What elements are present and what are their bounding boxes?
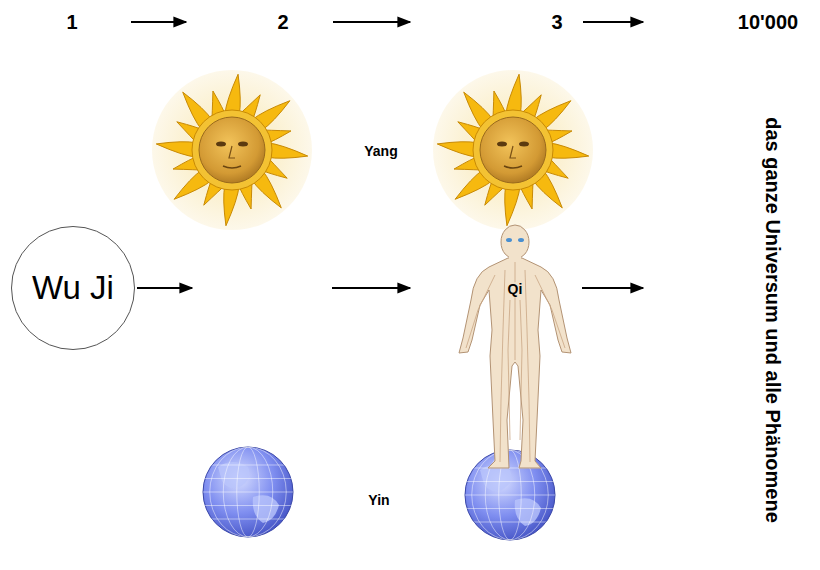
sun-part bbox=[504, 166, 522, 168]
sun-ray bbox=[225, 74, 240, 114]
sun-part bbox=[480, 117, 546, 183]
sun-part bbox=[229, 146, 235, 158]
earth-part-part bbox=[465, 481, 555, 482]
flow-arrows-part bbox=[583, 21, 643, 23]
earth-part bbox=[465, 450, 555, 540]
sun-part bbox=[473, 110, 553, 190]
earth-part-part bbox=[203, 478, 293, 479]
sun-part bbox=[223, 166, 241, 168]
earth-part bbox=[203, 447, 293, 537]
human-figure-part-part bbox=[525, 270, 530, 462]
sun bbox=[152, 70, 312, 230]
earth-part-part bbox=[465, 508, 555, 509]
sun-part bbox=[192, 110, 272, 190]
sun-part bbox=[510, 146, 516, 158]
flow-arrows bbox=[131, 22, 643, 288]
sun-part bbox=[152, 70, 312, 230]
human-figure-part-part bbox=[520, 300, 522, 440]
human-figure-part bbox=[459, 258, 571, 468]
earth-part-part bbox=[203, 505, 293, 506]
human-figure-part-part bbox=[535, 275, 565, 348]
sun-part bbox=[216, 142, 226, 147]
sun-part bbox=[433, 70, 593, 230]
human-figure-part bbox=[518, 238, 524, 242]
earth bbox=[465, 450, 555, 540]
stage-number: 10'000 bbox=[738, 11, 798, 33]
human-figure bbox=[459, 225, 571, 468]
human-figure-part bbox=[466, 262, 565, 462]
sun-ray bbox=[156, 142, 196, 157]
human-figure-part-part bbox=[508, 300, 510, 440]
qi-label: Qi bbox=[506, 282, 525, 297]
flow-arrows-part bbox=[582, 287, 643, 289]
earth-part-part bbox=[203, 465, 293, 466]
sun-ray bbox=[267, 143, 307, 158]
flow-arrows-part bbox=[137, 287, 192, 289]
sun-illustration bbox=[152, 70, 593, 230]
sun-ray bbox=[437, 142, 477, 157]
sun-ray bbox=[548, 143, 588, 158]
sun-part bbox=[238, 142, 248, 147]
human-figure-part bbox=[506, 238, 512, 242]
sun-ray bbox=[224, 185, 239, 225]
stage-number: 2 bbox=[277, 11, 288, 33]
sun-ray bbox=[505, 185, 520, 225]
yang-label: Yang bbox=[364, 144, 397, 159]
earth-part-part bbox=[465, 522, 555, 523]
earth-part-part bbox=[218, 462, 249, 488]
flow-arrows-part bbox=[333, 21, 410, 23]
human-figure-part-part bbox=[500, 270, 505, 462]
earth-part-part bbox=[465, 495, 555, 496]
earth-part bbox=[203, 447, 293, 537]
origin-circle: Wu Ji bbox=[11, 226, 135, 350]
human-figure-part-part bbox=[466, 275, 495, 348]
sun bbox=[433, 70, 593, 230]
sun-part bbox=[199, 117, 265, 183]
sun-part bbox=[519, 142, 529, 147]
human-figure-part-part bbox=[515, 262, 516, 360]
sun-ray bbox=[506, 74, 521, 114]
earth bbox=[203, 447, 293, 537]
earth-part-part bbox=[203, 519, 293, 520]
earth-part bbox=[465, 450, 555, 540]
earth-part-part bbox=[480, 465, 511, 491]
sun-part bbox=[497, 142, 507, 147]
human-figure-part bbox=[501, 225, 529, 259]
stage-number: 3 bbox=[551, 11, 562, 33]
stage-number: 1 bbox=[66, 11, 77, 33]
earth-part-part bbox=[203, 492, 293, 493]
flow-arrows-part bbox=[131, 21, 186, 23]
node-label: Wu Ji bbox=[32, 270, 114, 306]
universe-label: das ganze Universum und alle Phänomene bbox=[762, 117, 784, 523]
flow-arrows-part bbox=[332, 287, 410, 289]
human-figure-part bbox=[509, 254, 521, 262]
yin-label: Yin bbox=[368, 493, 389, 508]
